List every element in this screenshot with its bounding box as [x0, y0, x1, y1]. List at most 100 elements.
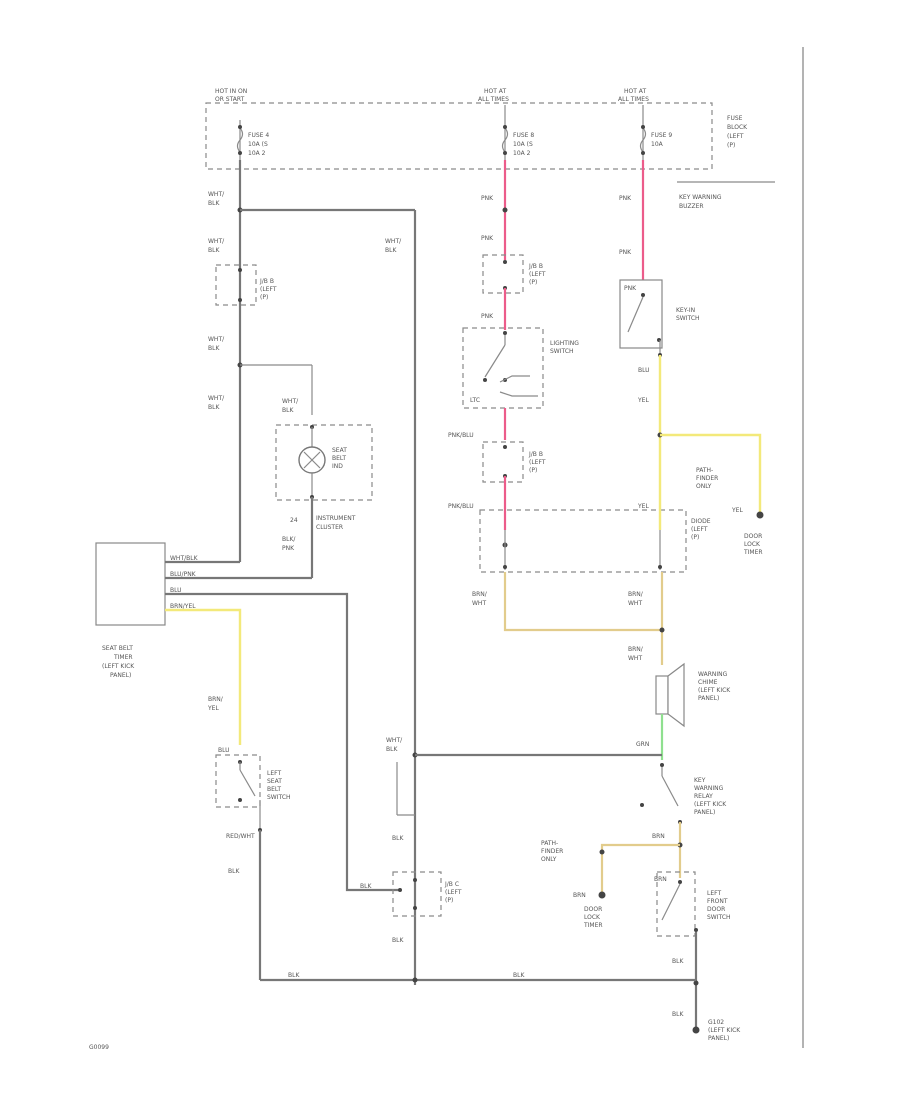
wire-wht-blk-5b: BLK — [208, 404, 220, 411]
wire-wht-blk-7a: WHT/ — [386, 737, 403, 744]
key-in-switch — [619, 279, 663, 349]
wire-pnk-3: PNK — [481, 313, 494, 320]
wire-blk-1: BLK — [228, 868, 240, 875]
pathfinder-2-c: ONLY — [541, 856, 557, 863]
fuse-block: HOT IN ON OR START HOT AT ALL TIMES HOT … — [205, 88, 748, 170]
fuse-9-amp: 10A — [651, 141, 664, 148]
ground-label-2: (LEFT KICK — [708, 1027, 741, 1034]
jb-b-3: (P) — [529, 279, 537, 286]
fuse-4-amp2: 10A 2 — [248, 150, 266, 157]
door-lock-timer-1-c: TIMER — [743, 549, 763, 556]
key-warning-title-2: BUZZER — [679, 203, 704, 210]
key-warning-relay-4: (LEFT KICK — [694, 801, 727, 808]
jb-c-1: J/B B — [528, 451, 543, 458]
bottom-circuit: WHT/ BLK BLK J/B C (LEFT (P) BLK BLK BLK… — [260, 737, 696, 983]
wire-red-wht: RED/WHT — [226, 833, 255, 840]
wire-wht-blk-7b: BLK — [386, 746, 398, 753]
bulb-label-2: BELT — [332, 455, 346, 462]
warning-chime-4: PANEL) — [698, 695, 719, 702]
wire-yel-3: YEL — [637, 503, 649, 510]
diode-2: (LEFT — [691, 526, 708, 533]
wire-brn-wht-2b: WHT — [628, 600, 642, 607]
wire-wht-blk-6b: BLK — [282, 407, 294, 414]
wire-brn-yel-a: BRN/ — [208, 696, 224, 703]
left-front-door-switch-3: DOOR — [707, 906, 725, 913]
diode-1: DIODE — [691, 518, 711, 525]
key-in-switch-2: SWITCH — [676, 315, 700, 322]
diagram-code: G0099 — [89, 1044, 109, 1051]
wire-blk-6: BLK — [392, 937, 404, 944]
fuse-9: FUSE 9 10A — [639, 105, 672, 160]
wire-grn: GRN — [636, 741, 649, 748]
fuse-8: FUSE 8 10A (S 10A 2 — [501, 105, 534, 160]
left-front-door-switch-1: LEFT — [707, 890, 721, 897]
left-seat-belt-switch-4: SWITCH — [267, 794, 291, 801]
pathfinder-1-c: ONLY — [696, 483, 712, 490]
fuse-9-name: FUSE 9 — [651, 132, 672, 139]
seat-belt-timer-4: PANEL) — [110, 672, 131, 679]
ltc-label: LTC — [470, 397, 480, 404]
wire-blk-7: BLK — [288, 972, 300, 979]
fuse-block-label-1: FUSE — [727, 115, 743, 122]
pathfinder-2-a: PATH- — [541, 840, 558, 847]
wire-wht-blk-5a: WHT/ — [208, 395, 225, 402]
fuse-hot-label-3: HOT AT — [624, 88, 646, 95]
warning-chime-speaker-icon — [667, 662, 685, 728]
seat-belt-timer-1: SEAT BELT — [102, 645, 133, 652]
left-seat-belt-switch-3: BELT — [267, 786, 281, 793]
instrument-cluster-2: CLUSTER — [316, 524, 343, 531]
wire-pnk-2: PNK — [481, 235, 494, 242]
timer-pin-3: BLU — [170, 587, 182, 594]
wire-wht-blk-6a: WHT/ — [282, 398, 299, 405]
wire-pnk-blu-2: PNK/BLU — [448, 503, 474, 510]
wire-blk-5: BLK — [360, 883, 372, 890]
wire-pnk-4: PNK — [619, 195, 632, 202]
seat-belt-timer-2: TIMER — [113, 654, 133, 661]
jb-d-2: (LEFT — [445, 889, 462, 896]
wire-wht-blk-4b: BLK — [208, 345, 220, 352]
left-front-door-switch-2: FRONT — [707, 898, 728, 905]
fuse-8-amp: 10A (S — [513, 141, 533, 148]
fuse-4: FUSE 4 10A (S 10A 2 — [236, 120, 269, 160]
warning-chime-box — [655, 675, 669, 715]
key-warning-title-1: KEY WARNING — [679, 194, 722, 201]
ground-label-3: PANEL) — [708, 1035, 729, 1042]
left-circuit: WHT/ BLK WHT/ BLK WHT/ BLK J/B B (LEFT (… — [95, 160, 417, 985]
jb-c-3: (P) — [529, 467, 537, 474]
wire-blk-4: BLK — [392, 835, 404, 842]
lighting-switch-2: SWITCH — [550, 348, 574, 355]
pathfinder-2-b: FINDER — [541, 848, 563, 855]
warning-chime-2: CHIME — [698, 679, 718, 686]
wire-blu-1: BLU — [218, 747, 230, 754]
jb-d-3: (P) — [445, 897, 453, 904]
wire-wht-blk-2a: WHT/ — [385, 238, 402, 245]
timer-pin-4: BRN/YEL — [170, 603, 196, 610]
fuse-4-name: FUSE 4 — [248, 132, 269, 139]
door-lock-timer-1-a: DOOR — [744, 533, 762, 540]
middle-circuit: PNK PNK J/B B (LEFT (P) PNK LIGHTING SWI… — [448, 160, 687, 632]
key-warning-relay-5: PANEL) — [694, 809, 715, 816]
key-warning-relay-2: WARNING — [694, 785, 724, 792]
wire-blk-8: BLK — [513, 972, 525, 979]
fuse-block-label-2: BLOCK — [727, 124, 748, 131]
wire-wht-blk-4a: WHT/ — [208, 336, 225, 343]
jb-c-2: (LEFT — [529, 459, 546, 466]
wire-wht-blk-3b: BLK — [208, 247, 220, 254]
key-warning-relay-1: KEY — [694, 777, 706, 784]
key-warning-relay-3: RELAY — [694, 793, 713, 800]
timer-pin-2: BLU/PNK — [170, 571, 197, 578]
wire-pnk-1: PNK — [481, 195, 494, 202]
wire-brn-1: BRN — [652, 833, 665, 840]
pathfinder-1-b: FINDER — [696, 475, 718, 482]
wire-blk-3: BLK — [672, 1011, 684, 1018]
diode-3: (P) — [691, 534, 699, 541]
jb-b-1: J/B B — [528, 263, 543, 270]
fuse-hot-label-2: HOT AT — [484, 88, 506, 95]
wire-brn-wht-3b: WHT — [628, 655, 642, 662]
key-in-switch-1: KEY-IN — [676, 307, 695, 314]
jb-a-3: (P) — [260, 294, 268, 301]
ground-label-1: G102 — [708, 1019, 724, 1026]
instrument-cluster-1: INSTRUMENT — [316, 515, 356, 522]
wire-blk-pnk-b: PNK — [282, 545, 295, 552]
